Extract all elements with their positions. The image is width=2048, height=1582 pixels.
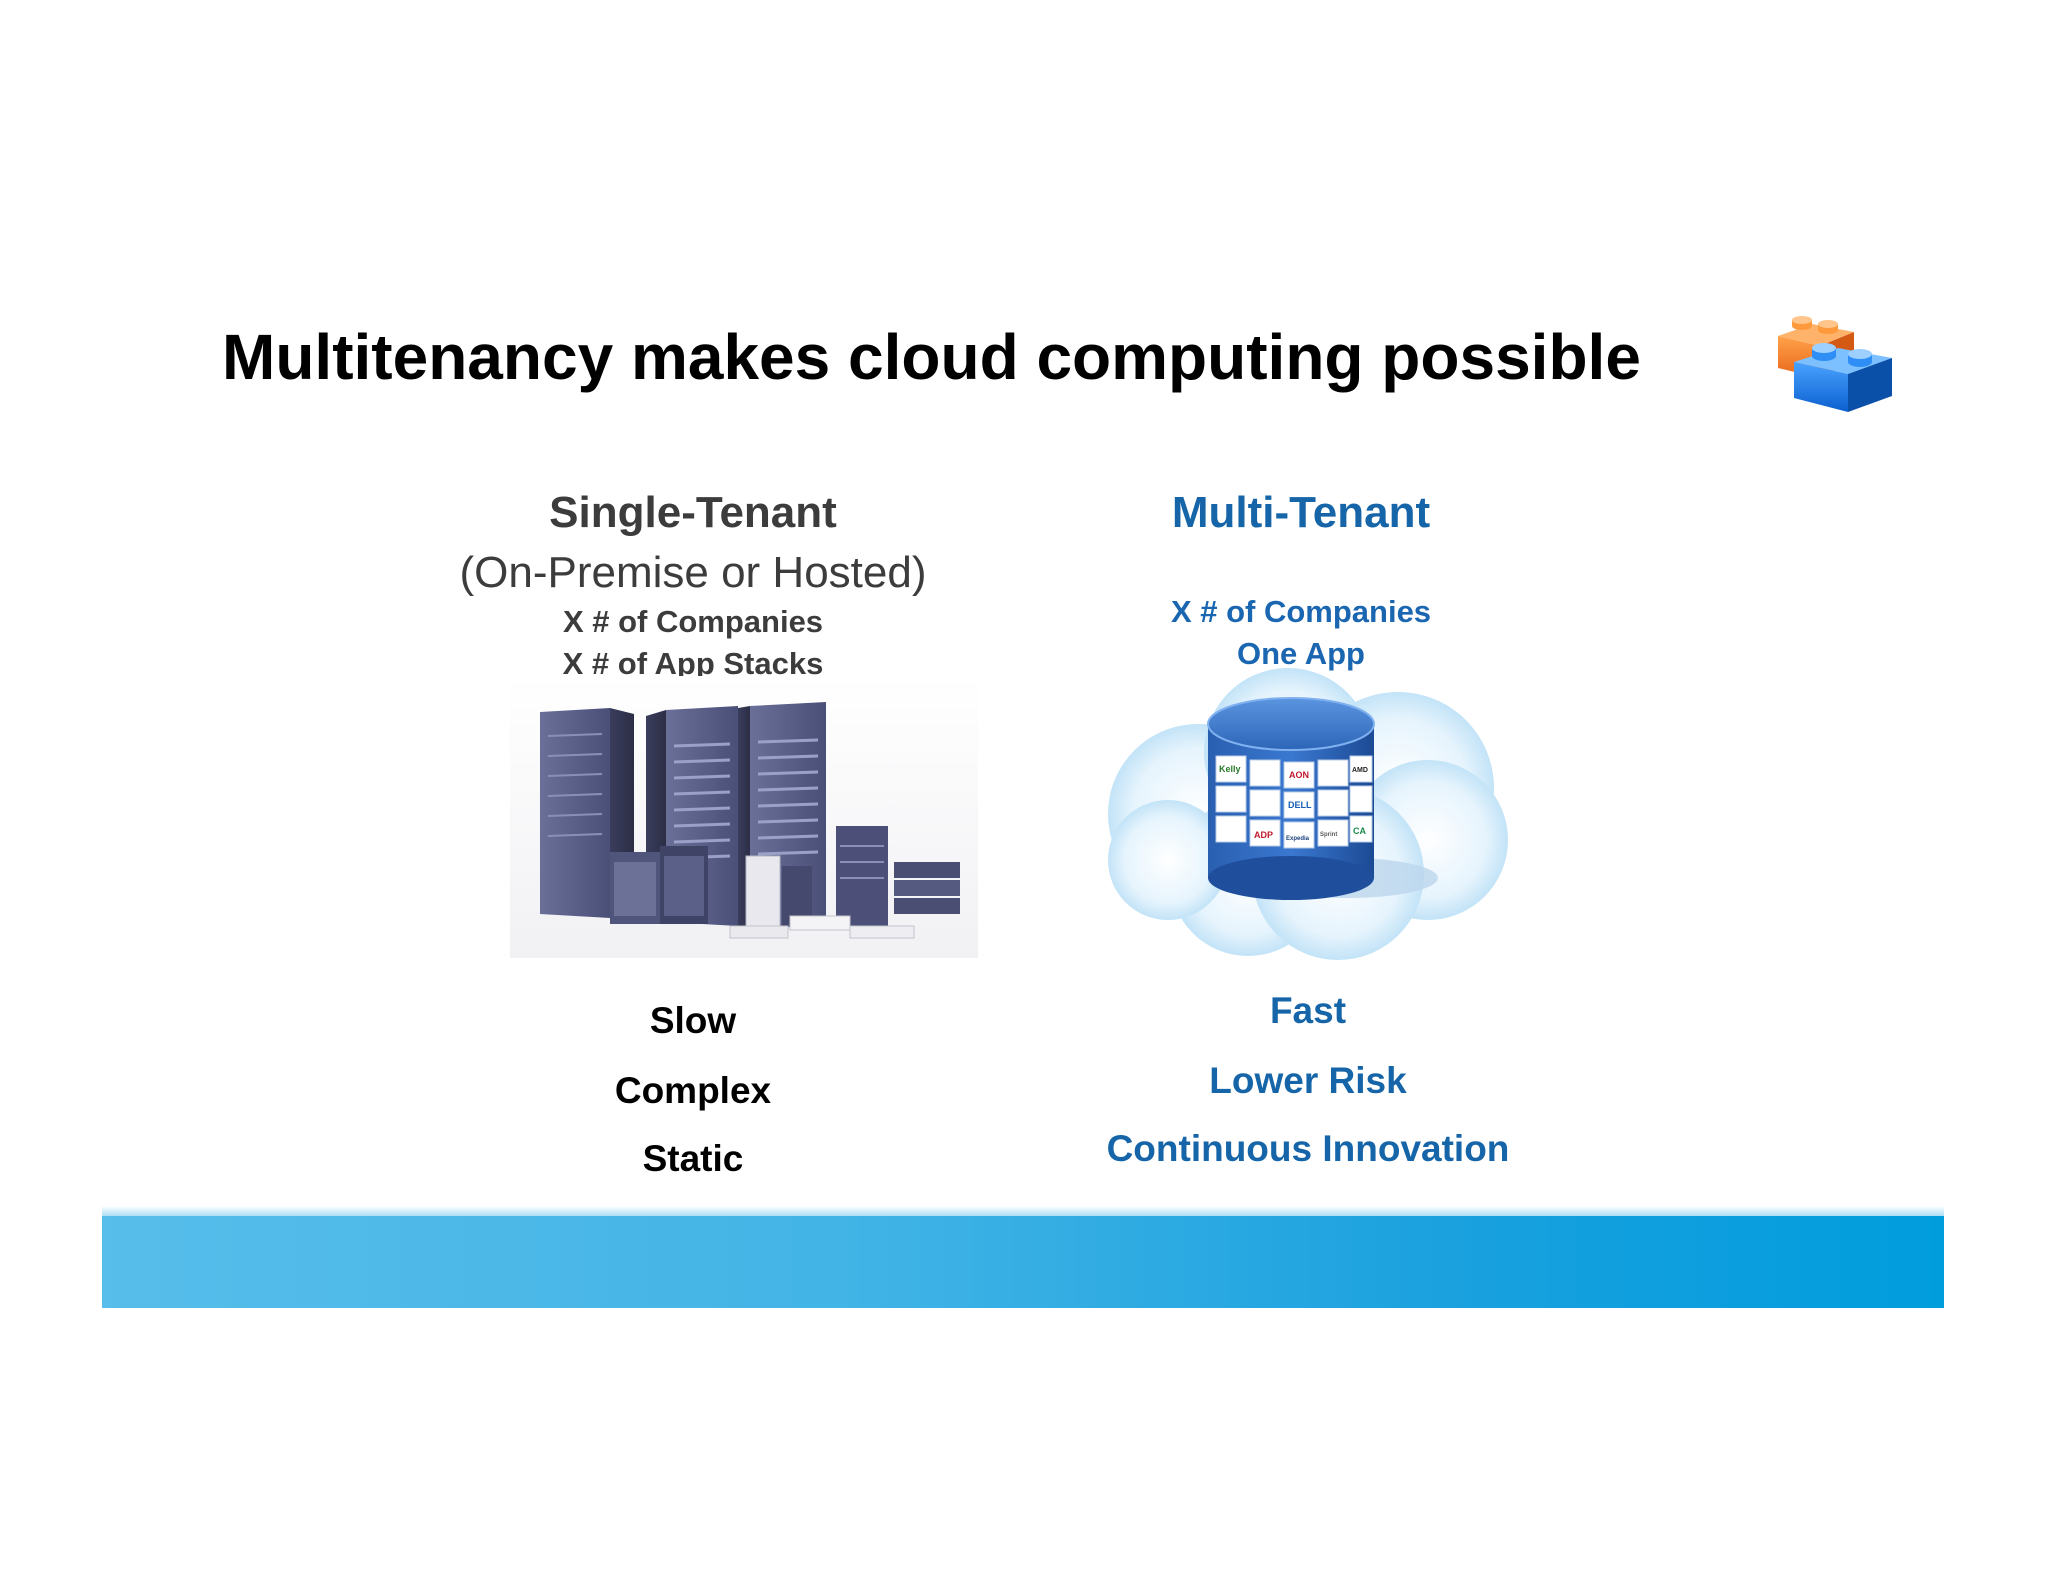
cloud-logo-aon: AON	[1289, 770, 1309, 780]
slide-title: Multitenancy makes cloud computing possi…	[222, 321, 1641, 393]
bottom-band	[102, 1216, 1944, 1308]
cloud-logo-sprint: Sprint	[1320, 832, 1337, 838]
cloud-logo-expedia: Expedia	[1286, 836, 1310, 842]
single-tenant-subheading: (On-Premise or Hosted)	[459, 548, 927, 597]
cloud-logo-dell: DELL	[1288, 800, 1312, 810]
cloud-database-image: Kelly AON DELL ADP Expedia CA AMD Sprint	[1108, 668, 1508, 960]
single-tenant-stacks: X # of App Stacks	[562, 646, 824, 681]
single-tenant-companies: X # of Companies	[562, 604, 824, 639]
bottom-band-fade	[102, 1206, 1944, 1218]
cloud-logo-adp: ADP	[1254, 830, 1273, 840]
single-trait-static: Static	[642, 1138, 744, 1179]
multi-trait-fast: Fast	[1269, 990, 1347, 1031]
cloud-logo-kelly: Kelly	[1219, 764, 1241, 774]
single-trait-slow: Slow	[649, 1000, 737, 1041]
cloud-logo-ca: CA	[1353, 826, 1366, 836]
lego-bricks-icon	[1778, 316, 1892, 412]
multi-trait-lower-risk: Lower Risk	[1209, 1060, 1407, 1101]
single-trait-complex: Complex	[614, 1070, 772, 1111]
server-racks-image	[510, 676, 978, 958]
multi-trait-continuous-innovation: Continuous Innovation	[1106, 1128, 1510, 1169]
multi-tenant-heading: Multi-Tenant	[1171, 488, 1431, 537]
single-tenant-heading: Single-Tenant	[549, 488, 837, 537]
multi-tenant-companies: X # of Companies	[1170, 594, 1432, 629]
cloud-logo-amd: AMD	[1352, 767, 1368, 774]
multi-tenant-app: One App	[1236, 636, 1365, 671]
